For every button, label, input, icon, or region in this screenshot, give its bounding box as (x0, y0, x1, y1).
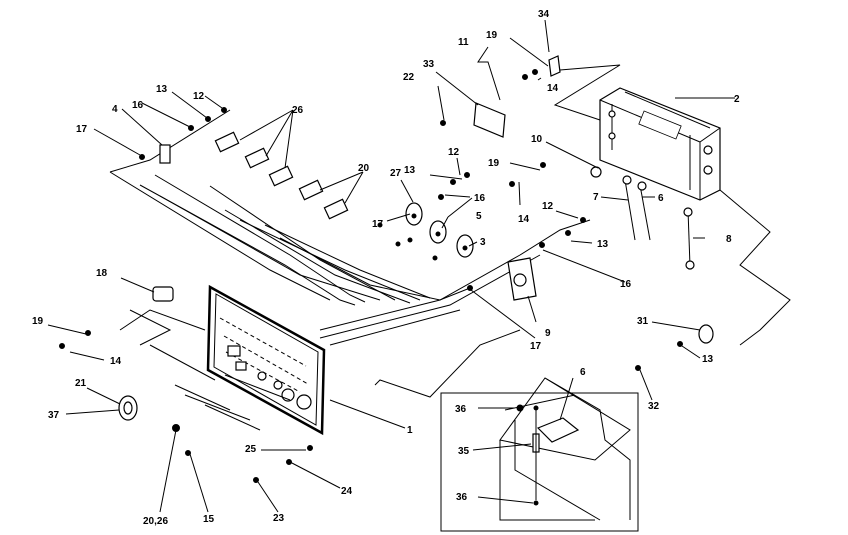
callout-37: 37 (48, 410, 60, 421)
callout-17: 17 (530, 341, 542, 352)
callout-36: 36 (455, 404, 467, 415)
callout-16: 16 (132, 100, 144, 111)
callout-13: 13 (702, 354, 714, 365)
callout-3: 3 (480, 237, 486, 248)
callout-23: 23 (273, 513, 285, 524)
callout-2: 2 (734, 94, 740, 105)
callout-12: 12 (542, 201, 554, 212)
callout-1: 1 (407, 425, 413, 436)
callout-21: 21 (75, 378, 87, 389)
housing-box (553, 64, 791, 346)
small-parts (59, 55, 714, 483)
callout-9: 9 (545, 328, 551, 339)
callout-17: 17 (372, 219, 384, 230)
callout-24: 24 (341, 486, 353, 497)
control-panel (206, 284, 326, 436)
callout-26: 26 (292, 105, 304, 116)
callout-33: 33 (423, 59, 435, 70)
callout-25: 25 (245, 444, 257, 455)
callout-4: 4 (112, 104, 118, 115)
callout-19: 19 (486, 30, 498, 41)
callout-17: 17 (76, 124, 88, 135)
callout-16: 16 (474, 193, 486, 204)
callout-5: 5 (476, 211, 482, 222)
callout-10: 10 (531, 134, 543, 145)
callout-13: 13 (597, 239, 609, 250)
leader-lines (47, 19, 735, 513)
callout-36: 36 (456, 492, 468, 503)
callout-34: 34 (538, 9, 550, 20)
callout-7: 7 (593, 192, 599, 203)
callout-35: 35 (458, 446, 470, 457)
callout-20-26: 20,26 (143, 516, 168, 527)
callout-13: 13 (404, 165, 416, 176)
callout-20: 20 (358, 163, 370, 174)
callout-27: 27 (390, 168, 402, 179)
callout-14: 14 (547, 83, 559, 94)
callout-14: 14 (110, 356, 122, 367)
callout-labels: 1 2 3 4 5 6 6 7 8 9 10 11 12 12 12 13 13… (32, 9, 740, 527)
callout-15: 15 (203, 514, 215, 525)
callout-6: 6 (658, 193, 664, 204)
callout-16: 16 (620, 279, 632, 290)
detail-inset (440, 377, 639, 532)
callout-19: 19 (32, 316, 44, 327)
callout-32: 32 (648, 401, 660, 412)
wiring-harness (109, 109, 591, 431)
callout-12: 12 (448, 147, 460, 158)
callout-6-inset: 6 (580, 367, 586, 378)
callout-11: 11 (458, 37, 469, 48)
callout-19: 19 (488, 158, 500, 169)
callout-22: 22 (403, 72, 415, 83)
callout-13: 13 (156, 84, 168, 95)
callout-8: 8 (726, 234, 732, 245)
callout-14: 14 (518, 214, 530, 225)
callout-12: 12 (193, 91, 205, 102)
callout-31: 31 (637, 316, 649, 327)
callout-18: 18 (96, 268, 108, 279)
